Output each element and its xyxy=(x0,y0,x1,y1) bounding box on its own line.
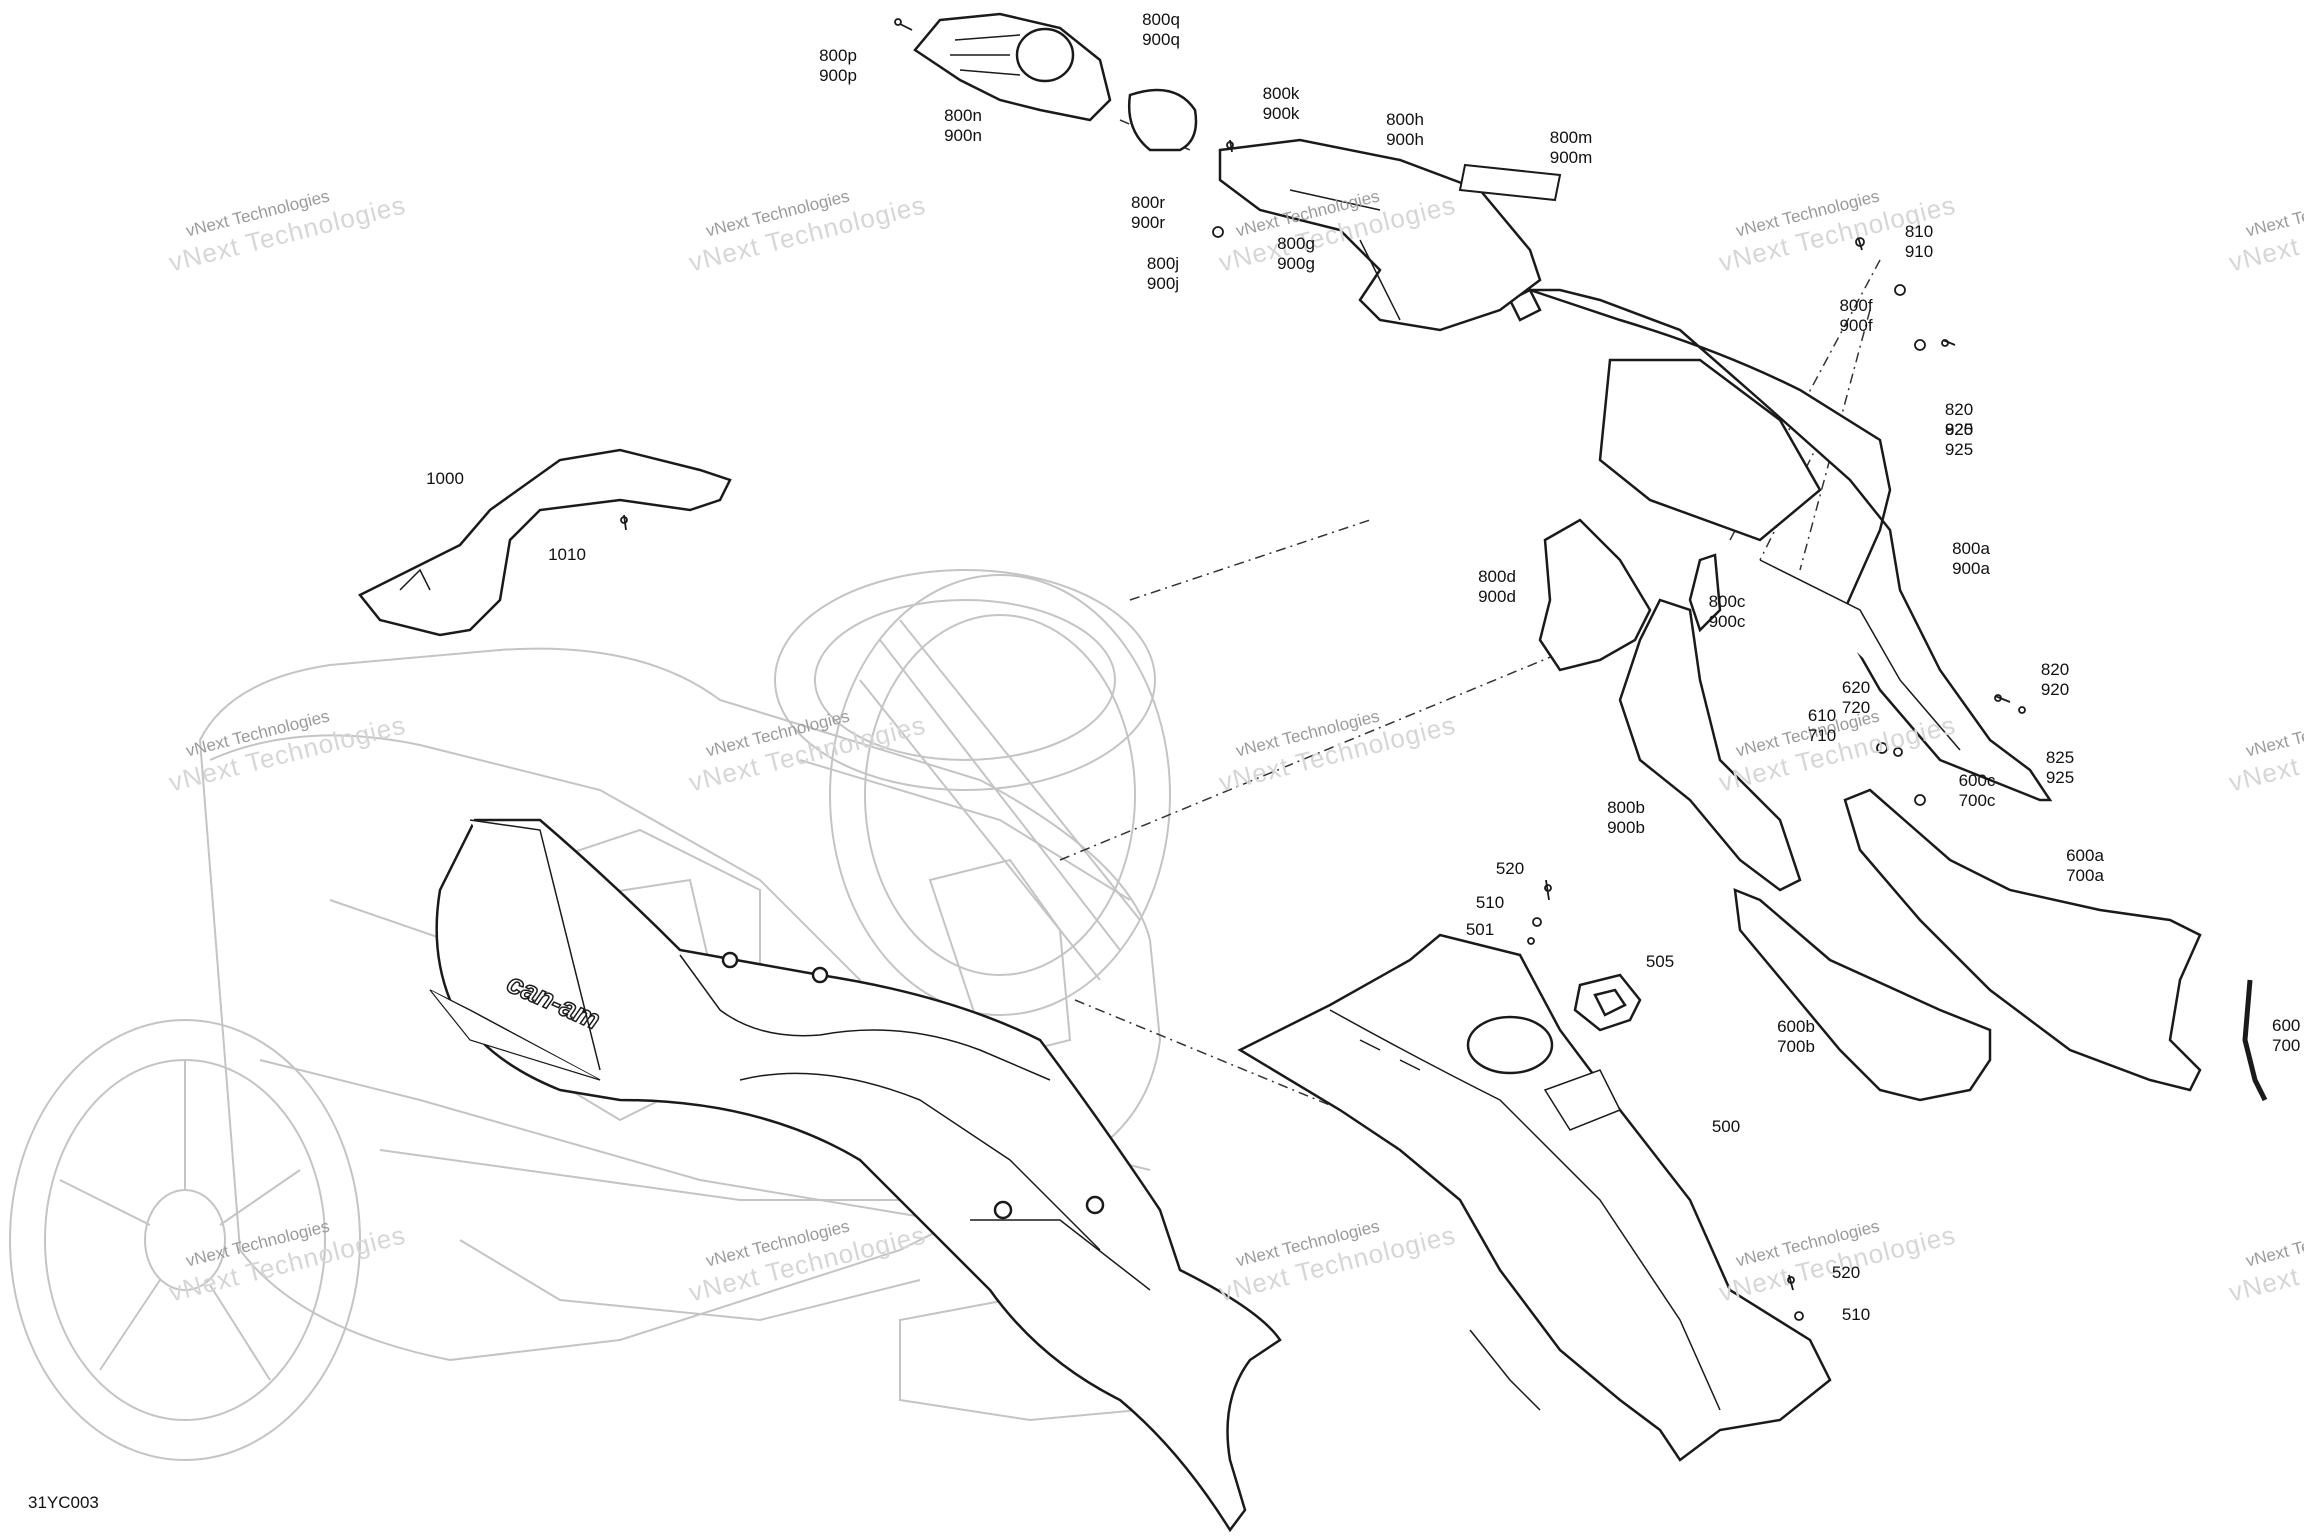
callout-1010: 1010 xyxy=(548,545,586,564)
callout-505: 505 xyxy=(1645,952,1675,971)
callout-501: 501 xyxy=(1465,920,1495,939)
seal-505 xyxy=(1573,973,1642,1032)
callout-510-upper: 510 xyxy=(1475,893,1505,912)
center-tunnel-panel xyxy=(1237,933,1832,1462)
callout-520-lower: 520 xyxy=(1831,1263,1861,1282)
rear-wheel-ghost xyxy=(829,574,1171,1016)
side-panel-800c xyxy=(1688,553,1722,633)
front-wheel-ghost xyxy=(9,1019,361,1461)
emblem-800m xyxy=(1458,163,1562,202)
figure-code: 31YC003 xyxy=(28,1493,99,1512)
bracket-1000 xyxy=(358,448,732,637)
rear-tire-ghost xyxy=(774,569,1156,791)
lower-panel-600a xyxy=(1843,788,2202,1092)
trim-strip-600 xyxy=(2242,979,2268,1102)
callout-510-lower: 510 xyxy=(1841,1305,1871,1324)
headlight-housing xyxy=(913,12,1112,122)
side-panel-800d xyxy=(1538,518,1652,672)
side-panel-800b xyxy=(1618,598,1802,892)
lamp-800q xyxy=(1128,88,1198,152)
lower-panel-600b xyxy=(1733,888,1992,1102)
side-fairing-panel xyxy=(429,818,1282,1533)
rear-upper-cover xyxy=(1508,288,2053,802)
callout-500: 500 xyxy=(1711,1117,1741,1136)
callout-520-upper: 520 xyxy=(1495,859,1525,878)
fasteners xyxy=(620,18,2026,1321)
callout-1000: 1000 xyxy=(426,469,464,488)
